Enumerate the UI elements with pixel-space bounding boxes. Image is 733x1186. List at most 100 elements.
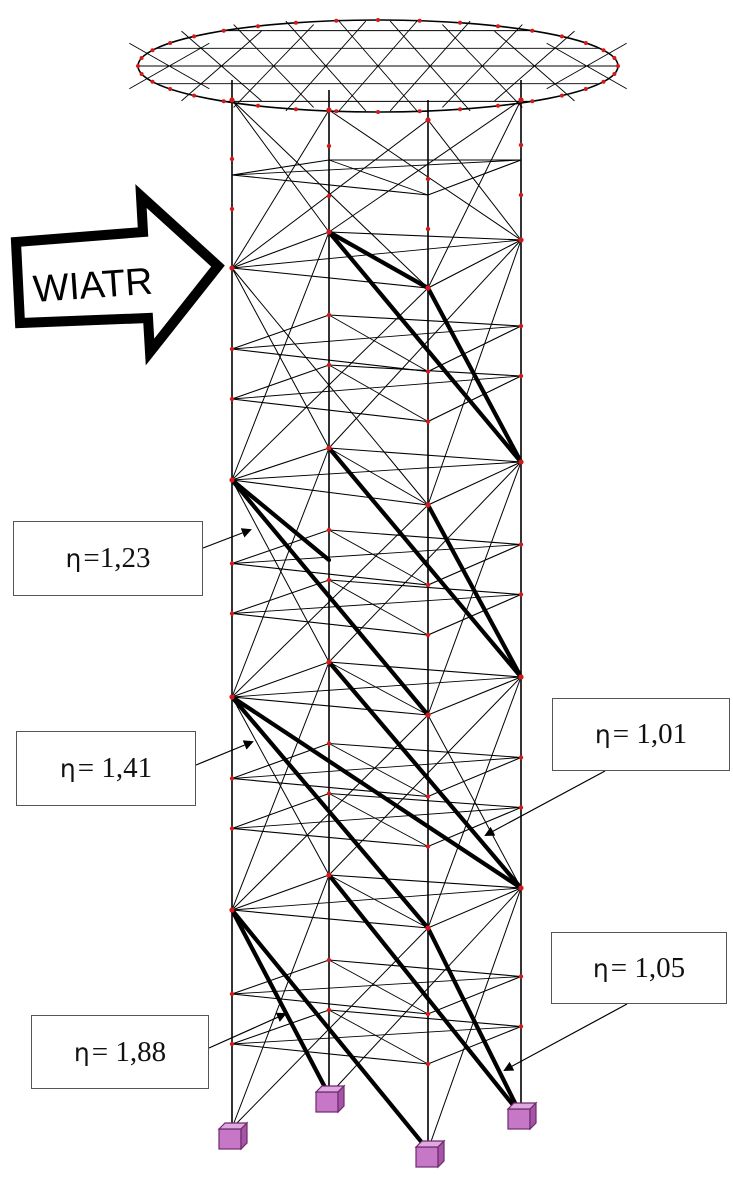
node [518, 674, 524, 680]
main-ring-2 [231, 661, 522, 716]
face-ab-1-2 [231, 231, 330, 481]
heavy-brace-9 [229, 694, 524, 891]
platform-node [458, 107, 463, 112]
node [518, 97, 524, 103]
node [518, 373, 524, 379]
platform-node [496, 103, 500, 108]
face-ac-1-2 [231, 287, 429, 481]
heavy-brace-13 [425, 925, 524, 1118]
node [518, 974, 524, 979]
heavy-brace-0 [326, 229, 431, 291]
node [425, 925, 431, 931]
face-ac-0-2 [231, 119, 429, 269]
node [425, 369, 431, 374]
node [425, 632, 431, 638]
node [229, 611, 235, 616]
supports [217, 1084, 538, 1169]
node [229, 265, 235, 271]
main-ring-3 [231, 874, 522, 929]
node [326, 527, 332, 533]
platform-node [334, 18, 339, 23]
wind-arrow-icon: WIATR [10, 184, 225, 366]
face-ab-2-2 [231, 447, 330, 698]
sub-ring-a-3-diag2 [328, 959, 429, 1015]
face-ac-1-1 [231, 267, 429, 506]
platform-node [612, 56, 617, 60]
heavy-brace-2 [326, 229, 524, 465]
sub-ring-b-1-diag1 [231, 594, 522, 614]
node [518, 885, 524, 891]
sub-ring-a-0-diag2 [328, 314, 429, 372]
support-front [507, 1108, 531, 1130]
platform-node [293, 20, 298, 25]
node [326, 577, 332, 583]
platform-node [293, 107, 298, 112]
node [425, 226, 431, 232]
platform-node [417, 109, 422, 114]
node [326, 107, 332, 113]
node [518, 805, 524, 810]
heavy-brace-1 [425, 285, 524, 465]
support-side [437, 1139, 445, 1169]
callout-value: = 1,41 [77, 752, 153, 784]
node [425, 794, 431, 799]
platform-node [256, 103, 260, 108]
eta-symbol: η [73, 1037, 90, 1067]
platform-node [139, 56, 144, 60]
lattice-nodes [229, 97, 524, 1153]
main-ring-3-diag2 [328, 874, 429, 929]
sub-ring-a-0-diag1 [231, 325, 522, 350]
node [518, 542, 524, 547]
node [326, 741, 332, 746]
overstressed-braces [229, 229, 524, 1153]
node [425, 176, 431, 182]
platform-node [136, 64, 140, 68]
node [518, 142, 524, 148]
platform-node [376, 110, 380, 114]
eta-symbol: η [65, 544, 82, 573]
sub-ring-b-3-diag2 [328, 1009, 429, 1065]
platform-node [458, 20, 463, 25]
node [229, 907, 235, 913]
pointer-arrow-icon [208, 1012, 287, 1049]
top-platform [129, 18, 627, 114]
face-ab-1-1 [231, 267, 330, 449]
sub-ring-a-2 [231, 742, 522, 798]
support-side [337, 1084, 345, 1114]
support-block-icon [217, 1121, 249, 1151]
callout-value: = 1,88 [91, 1035, 167, 1068]
node [229, 477, 235, 483]
platform-node [334, 109, 339, 114]
heavy-brace-5 [425, 502, 524, 680]
node [229, 826, 235, 831]
node [326, 312, 332, 318]
support-block-icon [414, 1139, 446, 1169]
node [518, 755, 524, 760]
support-block-icon [314, 1084, 346, 1114]
support-side [240, 1121, 248, 1151]
support-front [218, 1128, 242, 1150]
node [229, 156, 235, 162]
eta-symbol: η [592, 953, 609, 983]
sub-ring-a-1-diag1 [231, 544, 522, 564]
callout-eta-188: η= 1,88 [31, 1015, 209, 1089]
platform-node [496, 24, 500, 29]
node [229, 694, 235, 700]
sub-ring-b-2-diag2 [328, 793, 429, 847]
main-ring-0-diag1 [231, 239, 522, 269]
face-cd-0-1 [427, 119, 522, 241]
platform-node [530, 99, 535, 104]
platform-node [168, 41, 173, 45]
platform-node [559, 93, 564, 98]
face-cd-0-2 [427, 99, 522, 289]
node [229, 396, 235, 402]
pointer-arrow-icon [484, 770, 606, 836]
node [229, 776, 235, 781]
face-ac-2-2 [231, 504, 429, 698]
face-bd-0-1 [328, 109, 522, 241]
sub-ring-b-3-diag1 [231, 1026, 522, 1045]
platform-node [150, 48, 155, 53]
sub-ring-a-2-diag2 [328, 743, 429, 797]
